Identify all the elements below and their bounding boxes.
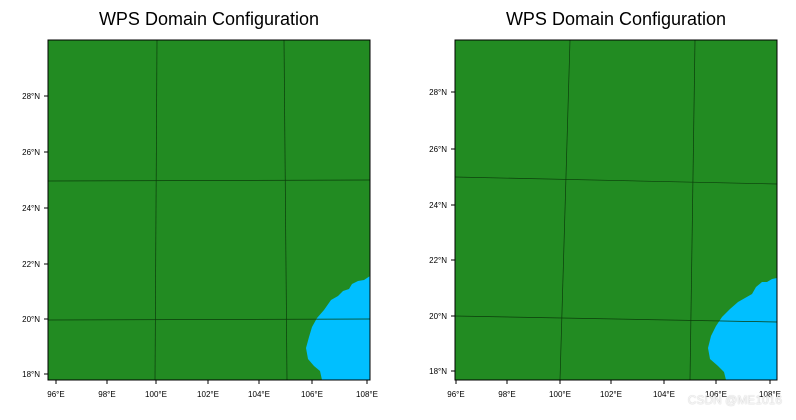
lat-tick-label: 26°N	[22, 148, 40, 157]
map-title: WPS Domain Configuration	[506, 9, 726, 29]
parallel-line	[48, 318, 370, 321]
ocean-area	[306, 276, 370, 380]
lon-tick-label: 106°E	[301, 390, 323, 399]
lon-tick-label: 102°E	[600, 390, 622, 399]
lat-tick-label: 24°N	[22, 204, 40, 213]
meridian-line	[559, 40, 571, 380]
ocean-area	[708, 278, 777, 380]
lon-tick-label: 108°E	[356, 390, 378, 399]
lat-tick-label: 22°N	[429, 256, 447, 265]
lon-tick-label: 106°E	[705, 390, 727, 399]
lat-tick-label: 20°N	[429, 312, 447, 321]
lat-tick-label: 22°N	[22, 260, 40, 269]
lon-tick-label: 98°E	[498, 390, 515, 399]
lat-tick-label: 24°N	[429, 201, 447, 210]
lat-tick-label: 26°N	[429, 145, 447, 154]
lon-tick-label: 98°E	[98, 390, 115, 399]
parallel-line	[455, 176, 777, 185]
map-title: WPS Domain Configuration	[99, 9, 319, 29]
lat-tick-label: 18°N	[22, 370, 40, 379]
meridian-line	[283, 40, 288, 380]
lon-tick-label: 108°E	[759, 390, 781, 399]
lon-tick-label: 104°E	[653, 390, 675, 399]
lon-tick-label: 96°E	[447, 390, 464, 399]
lon-tick-label: 100°E	[549, 390, 571, 399]
lon-tick-label: 96°E	[47, 390, 64, 399]
lon-tick-label: 102°E	[197, 390, 219, 399]
parallel-line	[455, 315, 777, 323]
meridian-line	[154, 40, 158, 380]
map-frame	[454, 39, 778, 381]
lat-tick-label: 28°N	[22, 92, 40, 101]
lat-tick-label: 28°N	[429, 88, 447, 97]
map-panel: WPS Domain Configuration 96°E 98°E 100°E 102…	[429, 9, 781, 399]
lon-tick-label: 100°E	[145, 390, 167, 399]
parallel-line	[48, 179, 370, 182]
lon-tick-label: 104°E	[248, 390, 270, 399]
map-frame	[47, 39, 371, 381]
meridian-line	[689, 40, 696, 380]
lat-tick-label: 18°N	[429, 367, 447, 376]
map-panel: WPS Domain Configuration 96°E 98°E 100°E 102…	[22, 9, 378, 399]
lat-tick-label: 20°N	[22, 315, 40, 324]
